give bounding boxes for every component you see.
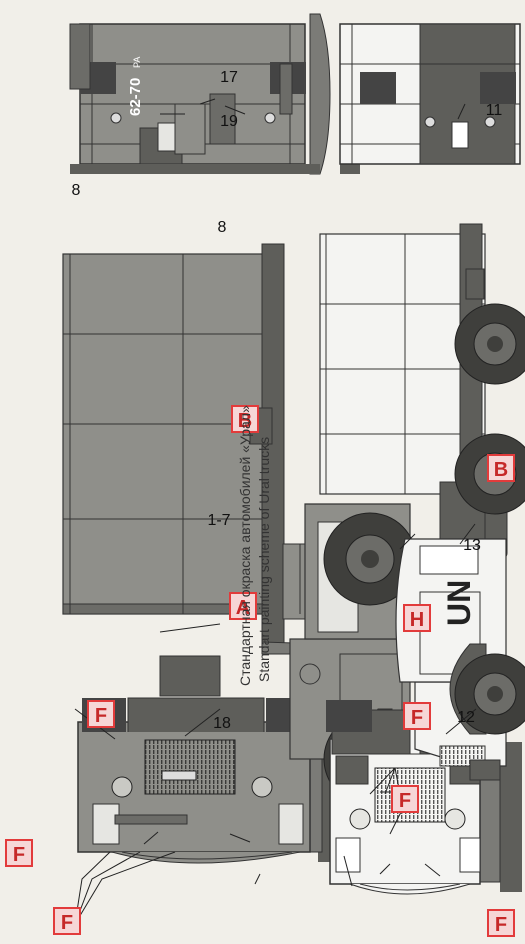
callout-12: 12 (457, 709, 475, 726)
caption-russian: Стандартная окраска автомобилей «Урал» (237, 405, 253, 686)
marker-A: A (229, 592, 257, 620)
un-marking: UN (441, 580, 477, 626)
svg-text:F: F (13, 844, 25, 866)
callout-8-front: 8 (218, 219, 227, 236)
svg-text:B: B (494, 459, 508, 481)
marker-F-4: F (391, 785, 419, 813)
rear-view-green: 62-70 PA (69, 13, 331, 175)
svg-text:F: F (61, 912, 73, 934)
side-view-white: UN (319, 223, 525, 781)
svg-text:F: F (399, 790, 411, 812)
front-view-green (77, 697, 340, 864)
marker-F-2: F (5, 839, 33, 867)
leader-lines (74, 98, 477, 925)
svg-text:H: H (410, 609, 424, 631)
marker-F-6: F (403, 702, 431, 730)
marker-B-top: B (231, 405, 259, 433)
callout-18: 18 (213, 715, 231, 732)
marker-H: H (403, 604, 431, 632)
callout-8-rear: 8 (72, 182, 81, 199)
svg-text:F: F (411, 707, 423, 729)
plate-number: 62-70 (127, 78, 144, 116)
svg-text:F: F (495, 914, 507, 936)
marker-F-3: F (87, 700, 115, 728)
rear-view-white (339, 23, 521, 174)
marker-F-5: F (487, 909, 515, 937)
marker-B-bottom: B (487, 454, 515, 482)
svg-text:B: B (238, 410, 252, 432)
caption-english: Standart painting scheme of Ural trucks (256, 436, 272, 682)
plate-suffix: PA (132, 57, 142, 68)
callout-numbers: 8 8 17 19 18 1-7 13 12 11 (72, 69, 503, 732)
callout-11: 11 (486, 102, 503, 119)
svg-text:A: A (236, 597, 250, 619)
callout-17: 17 (220, 69, 238, 86)
svg-text:F: F (95, 705, 107, 727)
callout-13: 13 (463, 537, 481, 554)
callout-1-7: 1-7 (207, 512, 230, 529)
callout-19: 19 (220, 113, 238, 130)
marker-F-1: F (53, 907, 81, 935)
